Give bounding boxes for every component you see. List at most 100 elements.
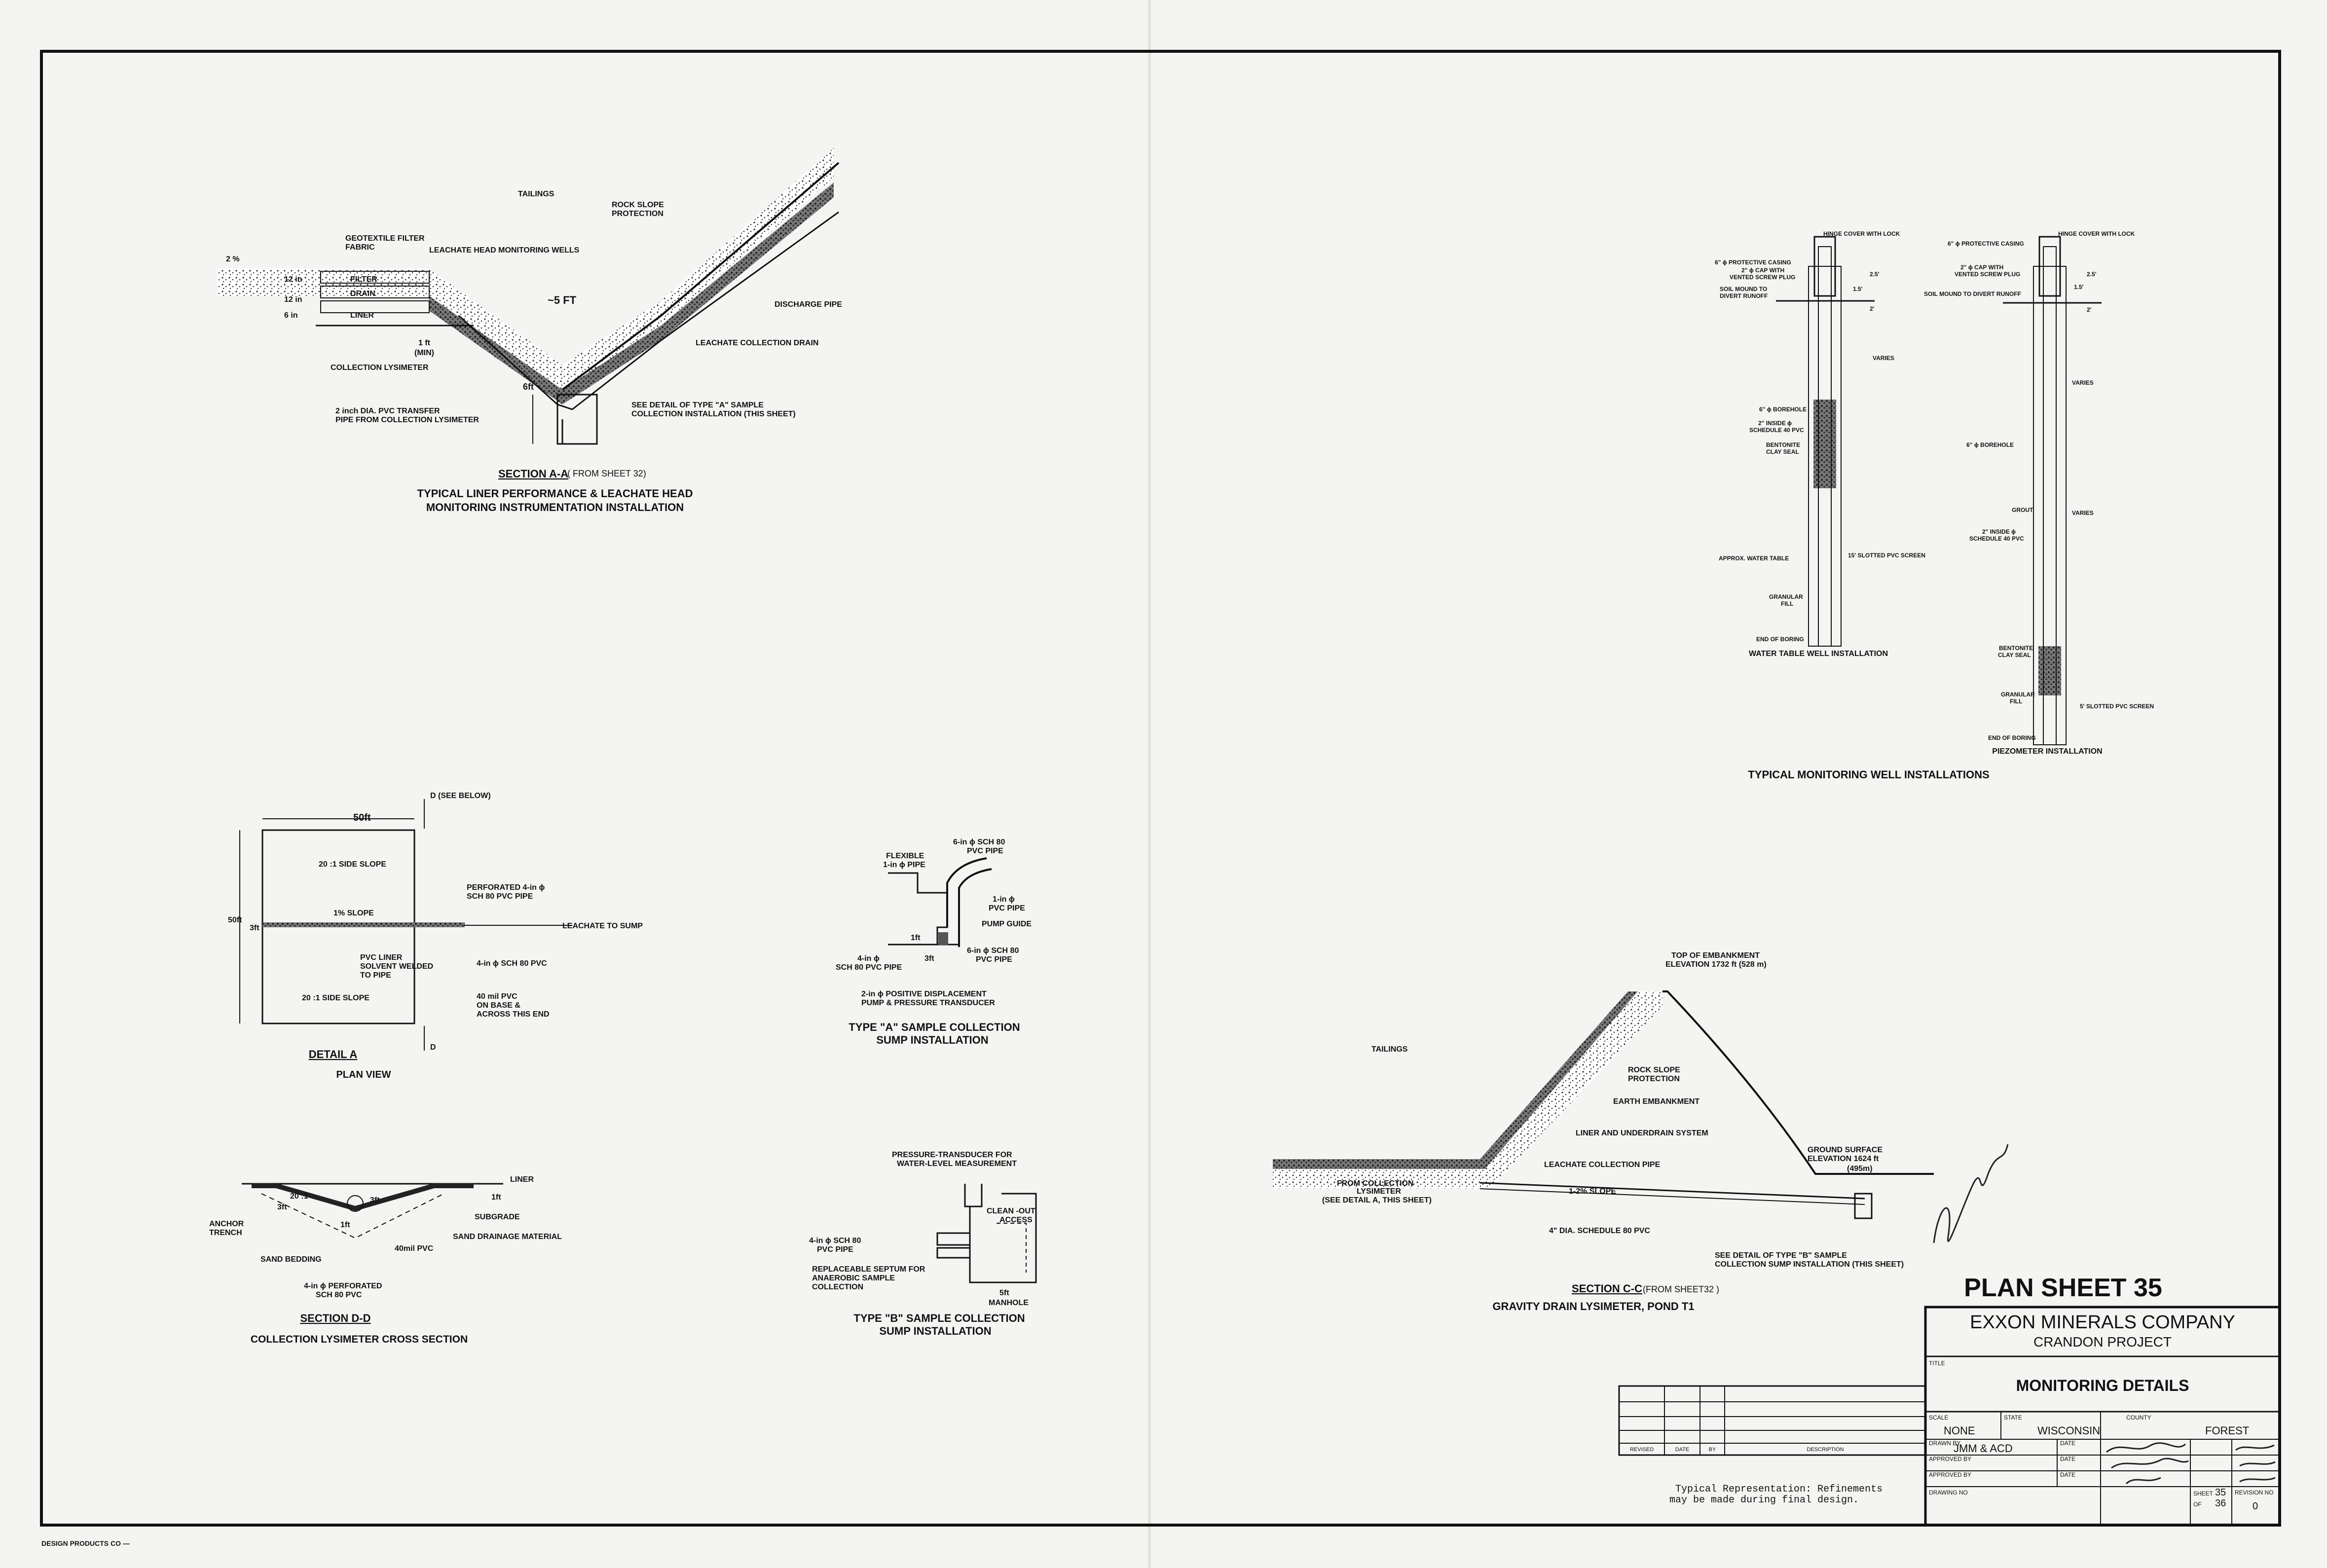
aa-slope-label: 2 % — [226, 255, 240, 263]
ta-caption-2: SUMP INSTALLATION — [876, 1034, 988, 1046]
da-d-top: D (SEE BELOW) — [430, 792, 491, 800]
pz-inside: 2" INSIDE ϕ — [1982, 528, 2016, 535]
aa-tailings-label: TAILINGS — [518, 190, 554, 198]
wt-bentonite-2: CLAY SEAL — [1766, 448, 1799, 455]
section-dd-drawing — [242, 1183, 503, 1239]
pz-varies: VARIES — [2072, 379, 2094, 386]
da-liner-3: TO PIPE — [360, 971, 391, 980]
pz-bentonite-2: CLAY SEAL — [1998, 652, 2031, 658]
da-mil-2: ON BASE & — [477, 1001, 520, 1010]
pz-cap: 2" ϕ CAP WITH — [1960, 264, 2003, 271]
tb-septum-3: COLLECTION — [812, 1283, 863, 1291]
da-liner: PVC LINER — [360, 953, 403, 962]
sheet-total: 36 — [2215, 1498, 2226, 1509]
cc-ground-2: ELEVATION 1624 ft — [1808, 1155, 1879, 1163]
section-dd-labels: LINER 1ft ANCHOR TRENCH 20 :1 3ft 3ft 1f… — [209, 1175, 562, 1345]
cc-rock: ROCK SLOPE — [1628, 1066, 1680, 1074]
ta-flex-2: 1-in ϕ PIPE — [883, 861, 925, 869]
tb-4in-2: PVC PIPE — [817, 1245, 853, 1254]
dd-ratio: 20 :1 — [290, 1192, 308, 1201]
ta-pump: 2-in ϕ POSITIVE DISPLACEMENT — [861, 990, 987, 998]
tb-caption: TYPE "B" SAMPLE COLLECTION — [853, 1312, 1025, 1324]
da-mil: 40 mil PVC — [477, 992, 517, 1001]
ta-pvc-2: PVC PIPE — [989, 904, 1025, 912]
aa-see-label-2: COLLECTION INSTALLATION (THIS SHEET) — [631, 410, 796, 418]
cc-dia: 4" DIA. SCHEDULE 80 PVC — [1549, 1227, 1650, 1235]
dd-3ft-b: 3ft — [370, 1196, 380, 1204]
ta-caption: TYPE "A" SAMPLE COLLECTION — [849, 1021, 1020, 1033]
dd-liner: LINER — [510, 1175, 534, 1184]
pz-2-5ft: 2.5' — [2087, 271, 2097, 278]
county-value: FOREST — [2205, 1424, 2249, 1437]
section-cc-labels: TOP OF EMBANKMENT ELEVATION 1732 ft (528… — [1322, 951, 1904, 1313]
da-side-slope-bottom: 20 :1 SIDE SLOPE — [302, 994, 369, 1002]
sheet-label: SHEET — [2193, 1490, 2214, 1497]
ta-top-2: PVC PIPE — [967, 847, 1003, 855]
pz-cap-2: VENTED SCREW PLUG — [1955, 271, 2020, 278]
pz-bentonite: BENTONITE — [1999, 645, 2033, 652]
pz-inside-2: SCHEDULE 40 PVC — [1969, 535, 2024, 542]
tb-clean: CLEAN -OUT — [987, 1207, 1035, 1215]
cc-from-2: LYSIMETER — [1357, 1187, 1402, 1196]
da-perforated: PERFORATED 4-in ϕ — [467, 883, 545, 892]
rev-header-date: DATE — [1675, 1447, 1690, 1453]
signoff-scribbles — [2106, 1442, 2276, 1485]
ta-4in: 4-in ϕ — [857, 954, 880, 963]
rev-header-description: DESCRIPTION — [1807, 1447, 1844, 1453]
ta-pump-2: PUMP & PRESSURE TRANSDUCER — [861, 999, 995, 1007]
aa-filter-label: FILTER — [350, 275, 377, 284]
aa-liner-label: LINER — [350, 311, 374, 320]
tb-5ft: 5ft — [999, 1289, 1009, 1297]
ta-6in: 6-in ϕ SCH 80 — [967, 947, 1019, 955]
da-3ft: 3ft — [250, 924, 259, 932]
ta-pvc: 1-in ϕ — [993, 895, 1015, 904]
wt-inside: 2" INSIDE ϕ — [1758, 420, 1792, 427]
detail-a-drawing — [239, 799, 572, 1051]
da-d-bottom: D — [430, 1043, 436, 1052]
dd-1ft: 1ft — [491, 1193, 501, 1202]
state-value: WISCONSIN — [2037, 1424, 2100, 1437]
wt-cap-2: VENTED SCREW PLUG — [1730, 274, 1795, 281]
drawing-no-label: DRAWING NO — [1929, 1489, 1968, 1496]
dd-perf-2: SCH 80 PVC — [316, 1291, 362, 1299]
tb-4in: 4-in ϕ SCH 80 — [809, 1237, 861, 1245]
type-a-drawing — [888, 857, 992, 947]
cc-ground: GROUND SURFACE — [1808, 1146, 1883, 1154]
revision-number: 0 — [2253, 1501, 2258, 1512]
aa-min-label: (MIN) — [414, 349, 434, 357]
aa-6in-label: 6 in — [284, 311, 298, 320]
tb-clean-2: ACCESS — [999, 1216, 1033, 1224]
wt-soil-2: DIVERT RUNOFF — [1720, 292, 1768, 299]
wt-2ft: 2' — [1870, 305, 1875, 312]
drawn-by-label: DRAWN BY — [1929, 1440, 1960, 1447]
date-label-3: DATE — [2060, 1471, 2075, 1478]
aa-transfer-label-2: PIPE FROM COLLECTION LYSIMETER — [335, 416, 479, 424]
revision-label: REVISION NO — [2235, 1489, 2274, 1496]
cc-underdrain: LINER AND UNDERDRAIN SYSTEM — [1576, 1129, 1708, 1137]
ta-flex: FLEXIBLE — [886, 852, 924, 860]
detail-a-labels: D (SEE BELOW) 50ft 50ft 3ft 20 :1 SIDE S… — [228, 792, 643, 1080]
rev-header-revised: REVISED — [1630, 1447, 1654, 1453]
pz-casing: 6" ϕ PROTECTIVE CASING — [1948, 240, 2024, 247]
ta-top: 6-in ϕ SCH 80 — [953, 838, 1005, 846]
aa-geotextile-label-2: FABRIC — [345, 243, 375, 252]
ta-pump-guide: PUMP GUIDE — [982, 920, 1032, 928]
wt-inside-2: SCHEDULE 40 PVC — [1749, 427, 1804, 434]
date-label-2: DATE — [2060, 1456, 2075, 1462]
section-cc-drawing — [1273, 990, 1934, 1219]
da-height: 50ft — [228, 916, 242, 924]
cc-collection-pipe: LEACHATE COLLECTION PIPE — [1544, 1161, 1661, 1169]
aa-section-title: SECTION A-A — [498, 468, 568, 480]
date-label-1: DATE — [2060, 1440, 2075, 1447]
well-labels: HINGE COVER WITH LOCK 6" ϕ PROTECTIVE CA… — [1715, 230, 2154, 781]
piezometer-drawing — [2003, 236, 2102, 745]
aa-monitoring-wells-label: LEACHATE HEAD MONITORING WELLS — [429, 246, 580, 255]
pz-hinge: HINGE COVER WITH LOCK — [2058, 230, 2135, 237]
wt-hinge: HINGE COVER WITH LOCK — [1823, 230, 1900, 237]
wt-soil: SOIL MOUND TO — [1720, 286, 1767, 292]
dd-anchor: ANCHOR — [209, 1220, 244, 1228]
dd-perf: 4-in ϕ PERFORATED — [304, 1282, 382, 1290]
tb-septum: REPLACEABLE SEPTUM FOR — [812, 1265, 925, 1274]
ta-3ft: 3ft — [924, 954, 934, 963]
cc-caption: GRAVITY DRAIN LYSIMETER, POND T1 — [1492, 1300, 1694, 1313]
